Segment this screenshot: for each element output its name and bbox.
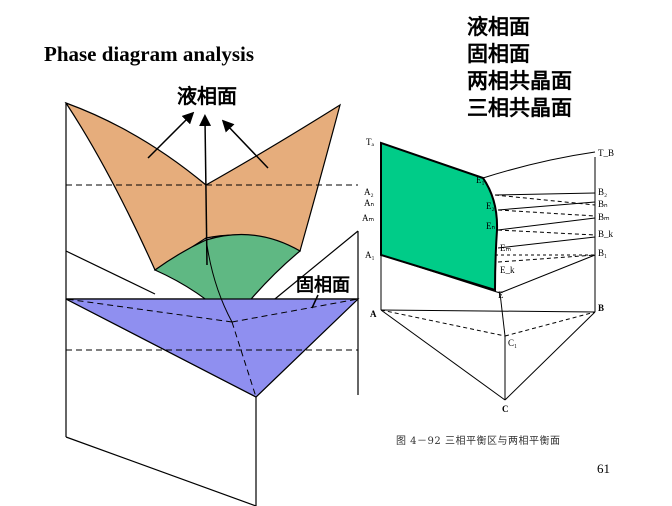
dashed-eutectic-drop [231,321,257,398]
label-B2: B₂ [598,187,607,197]
label-E: E [498,290,504,300]
dashed-tie-3 [497,229,596,236]
label-E2: E₂ [486,201,495,211]
solidus-pointer [311,294,319,309]
dashed-C1-B [504,311,596,337]
page-number: 61 [597,461,610,476]
label-An: Aₙ [364,198,374,208]
label-E3: E_k [500,265,515,275]
right-phase-diagram: Tₐ T_B A₂ Aₙ Aₘ A₁ E₁ E₂ Eₙ Eₘ E_k E B₂ … [362,137,614,414]
Bk-line [497,236,596,249]
dashed-A-C1 [380,309,506,337]
arrow-right [221,119,269,169]
liquidus-label: 液相面 [177,84,237,108]
label-E1: E₁ [476,175,485,185]
back-right-edge [269,230,359,304]
label-Em: Eₘ [500,243,511,253]
solidus-label: 固相面 [296,275,350,296]
eutectic-right-line [499,254,596,294]
slide-title: Phase diagram analysis [44,42,255,66]
label-Bn: Bₙ [598,199,608,209]
dashed-tie-left [65,298,233,323]
label-TB: T_B [598,148,614,158]
dashed-tie-4 [497,254,596,263]
liquidus-B-curve [482,151,596,179]
base-BC [504,311,596,401]
dashed-tie-2 [497,209,596,217]
label-Bk: B_k [598,229,614,239]
label-C1: C₁ [508,338,517,348]
arrow-up [199,114,212,266]
liquidus-surface-A [380,141,499,292]
liquidus-surface [64,101,341,271]
bottom-left-edge [65,436,257,506]
eutectic-drop [499,292,506,337]
base-AC [380,309,506,401]
surface-legend: 液相面 固相面 两相共晶面 三相共晶面 [467,14,572,122]
label-Am: Aₘ [362,213,374,223]
label-Bm: Bₘ [598,212,610,222]
Bm-line [497,217,596,231]
left-face-edge [65,250,156,295]
arrow-left [147,111,195,159]
label-A2: A₂ [364,187,374,197]
legend-two-phase-eutectic: 两相共晶面 [467,69,572,93]
label-En: Eₙ [486,221,495,231]
label-B1: B₁ [598,248,607,258]
B2-line [494,192,596,196]
legend-three-phase-eutectic: 三相共晶面 [467,96,572,120]
three-phase-eutectic-surface [65,298,360,398]
dashed-tie-right [231,298,359,323]
label-A: A [370,309,377,319]
legend-solidus: 固相面 [467,42,530,66]
label-TA: Tₐ [366,137,374,147]
label-B: B [598,303,604,313]
base-AB [380,309,596,313]
dashed-tie-1 [494,194,596,206]
label-C: C [502,404,509,414]
legend-liquidus: 液相面 [467,15,530,39]
label-A1: A₁ [365,250,375,260]
figure-caption: 图 4－92 三相平衡区与两相平衡面 [396,436,561,447]
